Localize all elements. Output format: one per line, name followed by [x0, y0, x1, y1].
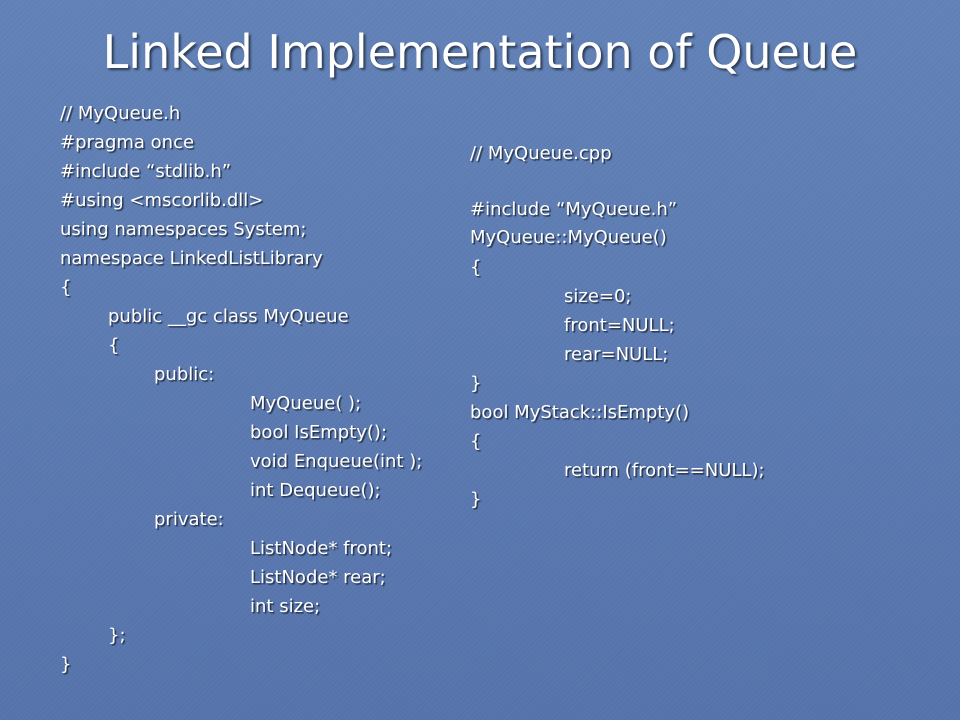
code-line: void Enqueue(int ); — [250, 451, 423, 472]
code-line: ListNode* front; — [250, 538, 393, 559]
code-line: #using <mscorlib.dll> — [60, 190, 264, 211]
code-line: #include “MyQueue.h” — [470, 199, 678, 220]
code-line: public: — [154, 364, 215, 385]
code-line: ListNode* rear; — [250, 567, 386, 588]
code-line: // MyQueue.h — [60, 103, 181, 124]
code-line: bool IsEmpty(); — [250, 422, 388, 443]
code-line: { — [60, 277, 72, 298]
slide-title: Linked Implementation of Queue — [102, 25, 858, 79]
source-code-block: // MyQueue.cpp #include “MyQueue.h” MyQu… — [470, 140, 890, 520]
code-line: { — [108, 335, 120, 356]
code-line: MyQueue( ); — [250, 393, 362, 414]
code-line: return (front==NULL); — [564, 460, 765, 481]
code-line: front=NULL; — [564, 315, 675, 336]
code-line: { — [470, 257, 482, 278]
header-code-block: // MyQueue.h #pragma once #include “stdl… — [60, 100, 480, 690]
code-line: } — [470, 489, 482, 510]
code-line: } — [470, 373, 482, 394]
code-line: { — [470, 431, 482, 452]
code-line: rear=NULL; — [564, 344, 669, 365]
code-line: int size; — [250, 596, 321, 617]
code-line: public __gc class MyQueue — [108, 306, 349, 327]
code-line: // MyQueue.cpp — [470, 143, 612, 164]
code-line: private: — [154, 509, 224, 530]
code-line: #include “stdlib.h” — [60, 161, 232, 182]
code-line: }; — [108, 625, 126, 646]
code-line: } — [60, 654, 72, 675]
code-line: using namespaces System; — [60, 219, 307, 240]
code-line: size=0; — [564, 286, 632, 307]
code-line: int Dequeue(); — [250, 480, 381, 501]
code-line: namespace LinkedListLibrary — [60, 248, 323, 269]
code-line: MyQueue::MyQueue() — [470, 227, 667, 248]
code-line: bool MyStack::IsEmpty() — [470, 402, 690, 423]
code-line: #pragma once — [60, 132, 195, 153]
